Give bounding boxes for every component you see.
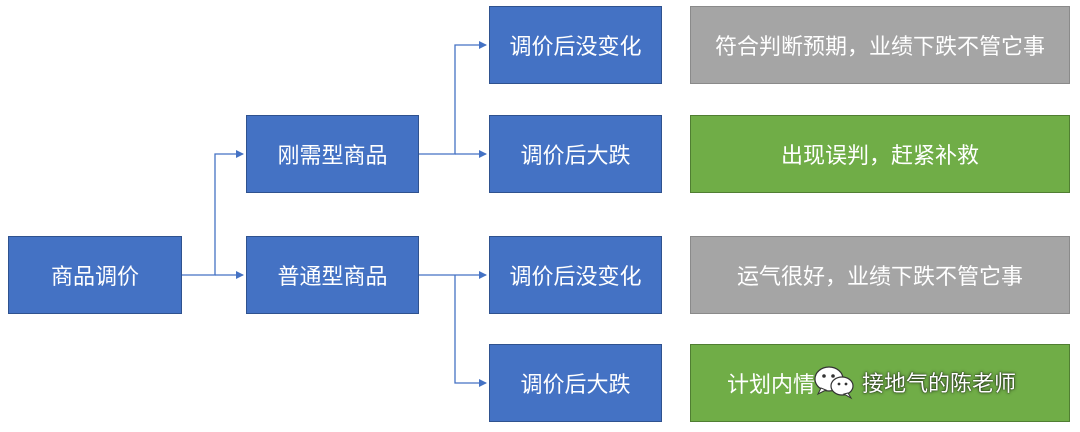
branch-node-ordinary: 普通型商品 xyxy=(246,236,419,314)
condition-label: 调价后没变化 xyxy=(509,265,642,290)
result-node: 运气很好，业绩下跌不管它事 xyxy=(690,236,1070,314)
branch-2-connector xyxy=(419,271,487,387)
result-node: 符合判断预期，业绩下跌不管它事 xyxy=(690,6,1070,84)
condition-node: 调价后大跌 xyxy=(489,115,662,193)
condition-label: 调价后大跌 xyxy=(520,373,631,398)
result-node: 计划内情 xyxy=(690,344,1070,422)
root-node: 商品调价 xyxy=(8,236,182,314)
condition-label: 调价后大跌 xyxy=(520,144,631,169)
branch-node-label: 普通型商品 xyxy=(277,265,388,290)
branch-1-connector xyxy=(419,41,487,158)
condition-node: 调价后没变化 xyxy=(489,236,662,314)
branch-node-essential: 刚需型商品 xyxy=(246,115,419,193)
condition-node: 调价后没变化 xyxy=(489,6,662,84)
result-node: 出现误判，赶紧补救 xyxy=(690,115,1070,193)
watermark-text: 接地气的陈老师 xyxy=(862,372,1017,397)
watermark: 接地气的陈老师 xyxy=(812,362,1016,402)
wechat-icon xyxy=(814,366,854,400)
root-connector xyxy=(182,150,244,279)
result-label: 符合判断预期，业绩下跌不管它事 xyxy=(714,35,1045,60)
condition-label: 调价后没变化 xyxy=(509,35,642,60)
result-label: 计划内情 xyxy=(727,373,816,398)
result-label: 出现误判，赶紧补救 xyxy=(780,144,979,169)
result-label: 运气很好，业绩下跌不管它事 xyxy=(736,265,1023,290)
condition-node: 调价后大跌 xyxy=(489,344,662,422)
root-node-label: 商品调价 xyxy=(50,265,139,290)
branch-node-label: 刚需型商品 xyxy=(277,144,388,169)
